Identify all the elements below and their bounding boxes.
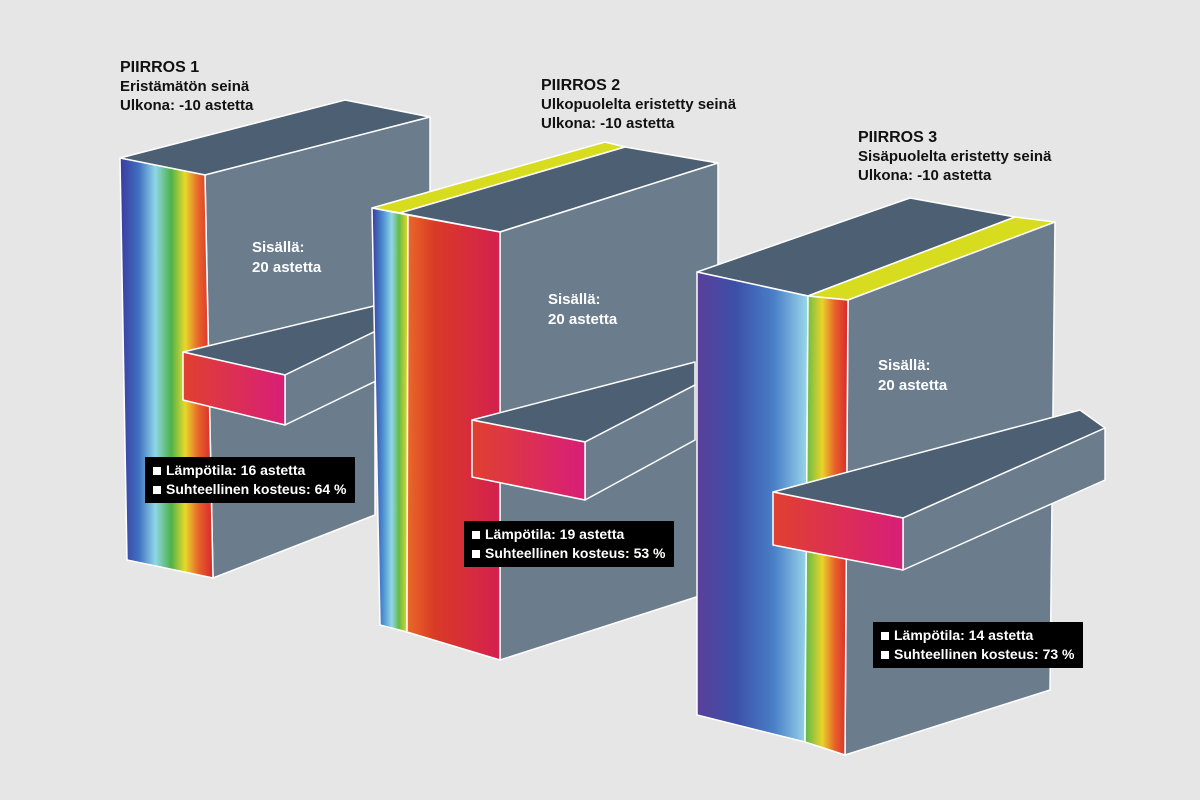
inside-temp-1: Sisällä:20 astetta — [252, 239, 322, 276]
figure-3-heading: PIIRROS 3 Sisäpuolelta eristetty seinä U… — [858, 128, 1051, 185]
measurement-box-1: Lämpötila: 16 astetta Suhteellinen koste… — [145, 457, 355, 503]
inside-temp-2: Sisällä:20 astetta — [548, 291, 618, 328]
outside-temp: Ulkona: -10 astetta — [541, 115, 675, 132]
figure-title: PIIRROS 3 — [858, 129, 938, 146]
figure-title: PIIRROS 1 — [120, 59, 200, 76]
figure-subtitle: Ulkopuolelta eristetty seinä — [541, 96, 737, 113]
outside-temp: Ulkona: -10 astetta — [120, 97, 254, 114]
figure-2-heading: PIIRROS 2 Ulkopuolelta eristetty seinä U… — [541, 76, 736, 133]
outside-temp: Ulkona: -10 astetta — [858, 167, 992, 184]
wall-3 — [696, 197, 1106, 756]
figure-title: PIIRROS 2 — [541, 77, 621, 94]
figure-subtitle: Eristämätön seinä — [120, 78, 250, 95]
measurement-box-3: Lämpötila: 14 astetta Suhteellinen koste… — [873, 622, 1083, 668]
inside-temp-3: Sisällä:20 astetta — [878, 357, 948, 394]
figure-1-heading: PIIRROS 1 Eristämätön seinä Ulkona: -10 … — [120, 58, 253, 115]
measurement-box-2: Lämpötila: 19 astetta Suhteellinen koste… — [464, 521, 674, 567]
wall-2 — [371, 141, 719, 661]
figure-subtitle: Sisäpuolelta eristetty seinä — [858, 148, 1052, 165]
